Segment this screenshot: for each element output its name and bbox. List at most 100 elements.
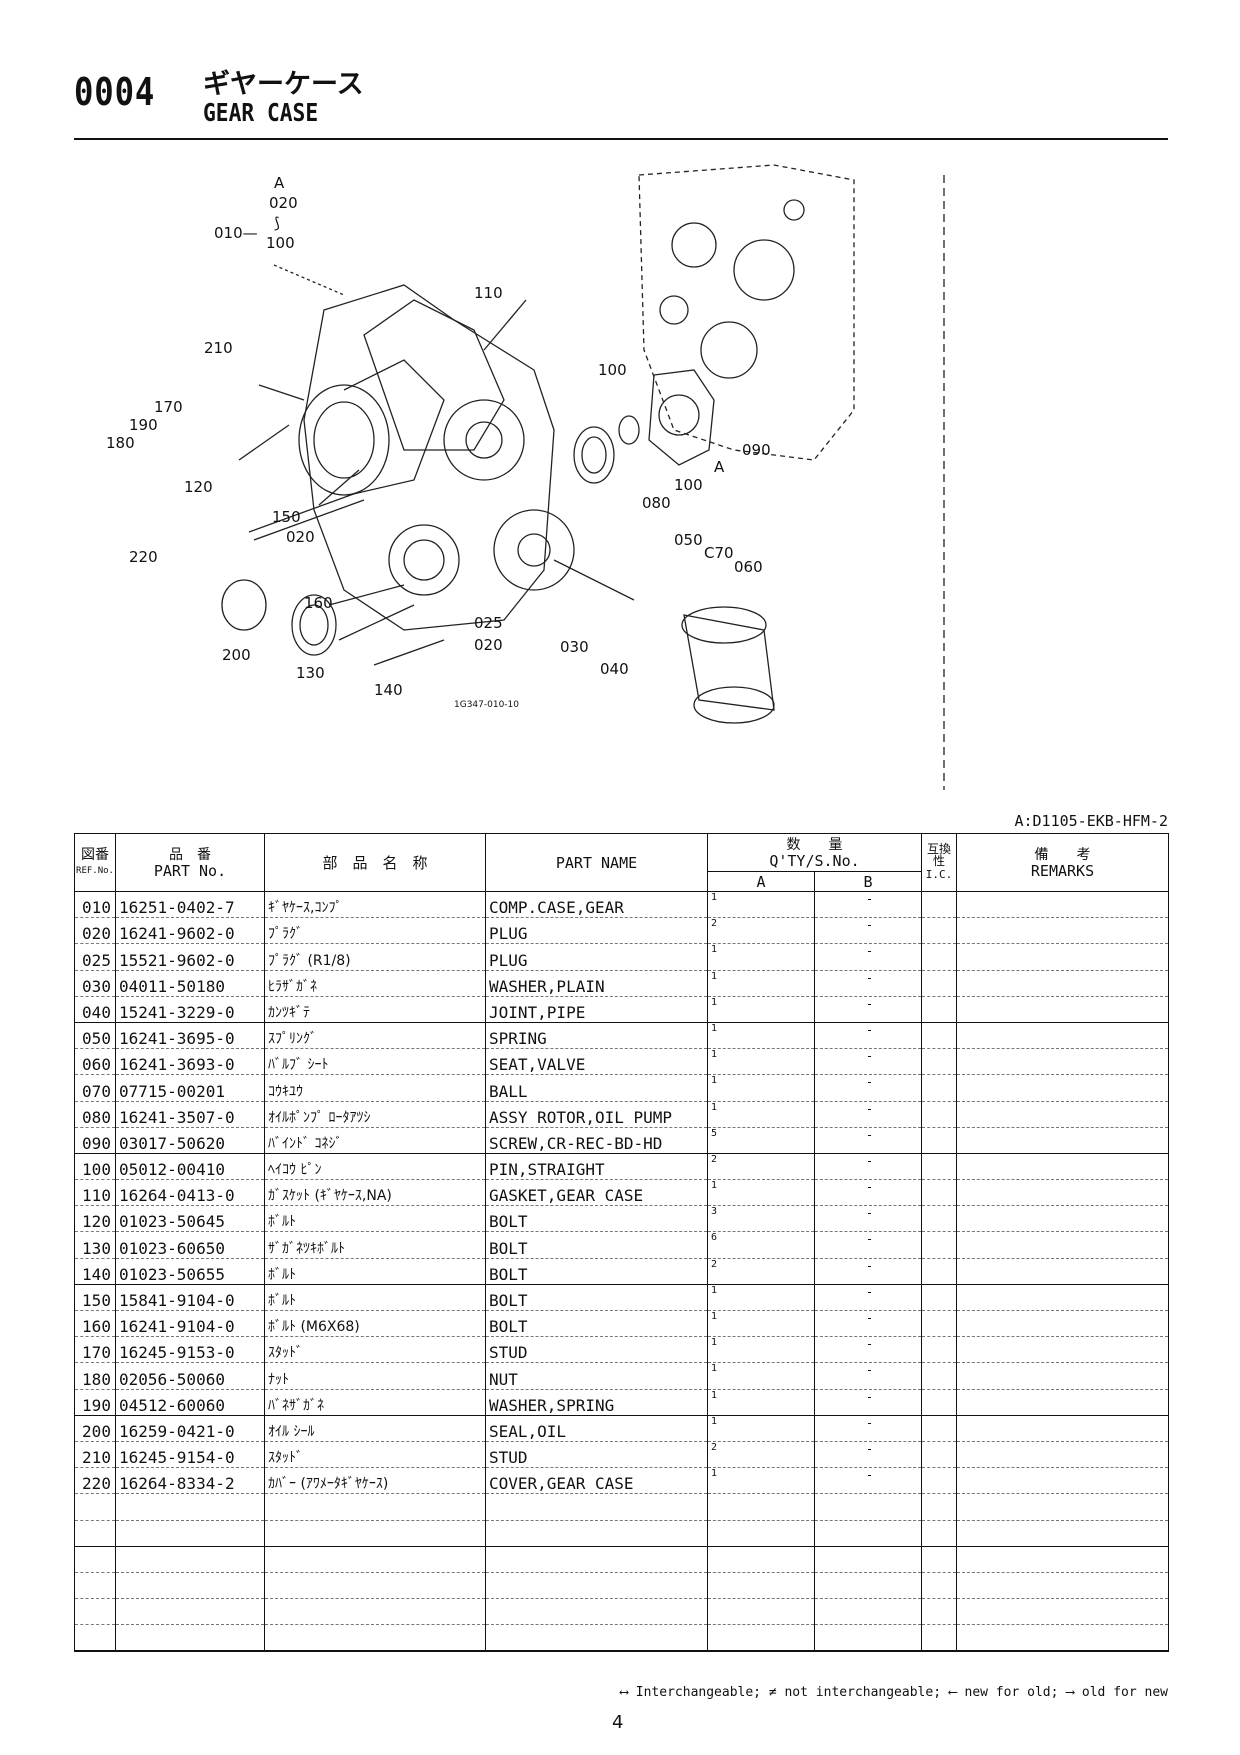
cell-part-name: JOINT,PIPE — [485, 996, 708, 1023]
cell-name-jp: ﾊﾞﾙﾌﾞ ｼｰﾄ — [264, 1048, 486, 1076]
cell-qty-a: 1 — [707, 943, 815, 971]
cell-ref: 070 — [74, 1074, 116, 1102]
cell-remarks — [956, 1310, 1169, 1338]
cell-remarks — [956, 1336, 1169, 1364]
cell-name-jp: ｽﾌﾟﾘﾝｸﾞ — [264, 1022, 486, 1050]
cell-part-no — [115, 1546, 265, 1573]
svg-text:1G347-010-10: 1G347-010-10 — [454, 700, 519, 710]
cell-qty-b: - — [814, 1310, 922, 1338]
cell-qty-a: 6 — [707, 1231, 815, 1259]
cell-qty-b: - — [814, 1231, 922, 1259]
cell-ref — [74, 1493, 116, 1521]
cell-name-jp: ﾎﾞﾙﾄ — [264, 1284, 486, 1312]
cell-ref: 190 — [74, 1389, 116, 1416]
cell-ic — [921, 1572, 957, 1600]
cell-ref: 140 — [74, 1258, 116, 1285]
svg-text:020: 020 — [474, 636, 503, 654]
cell-qty-a: 2 — [707, 1153, 815, 1181]
svg-text:220: 220 — [129, 548, 158, 566]
cell-part-name: BOLT — [485, 1231, 708, 1259]
cell-qty-b: - — [814, 1179, 922, 1207]
cell-remarks — [956, 1572, 1169, 1600]
svg-text:025: 025 — [474, 614, 503, 632]
svg-text:090: 090 — [742, 441, 771, 459]
cell-ic — [921, 1624, 957, 1653]
cell-remarks — [956, 1415, 1169, 1442]
cell-ref: 110 — [74, 1179, 116, 1207]
cell-name-jp: ﾎﾞﾙﾄ — [264, 1258, 486, 1285]
cell-ic — [921, 917, 957, 945]
cell-qty-a: 1 — [707, 1336, 815, 1364]
cell-remarks — [956, 996, 1169, 1023]
cell-ref: 040 — [74, 996, 116, 1023]
cell-part-name — [485, 1572, 708, 1600]
cell-ref: 050 — [74, 1022, 116, 1050]
cell-ref — [74, 1598, 116, 1626]
cell-part-no: 03017-50620 — [115, 1127, 265, 1154]
cell-qty-b: - — [814, 891, 922, 919]
svg-text:110: 110 — [474, 284, 503, 302]
cell-ic — [921, 996, 957, 1023]
cell-qty-b: - — [814, 1153, 922, 1181]
cell-qty-a: 2 — [707, 917, 815, 945]
svg-text:170: 170 — [154, 398, 183, 416]
cell-name-jp — [264, 1546, 486, 1573]
name-jp-header: 部 品 名 称 — [264, 833, 486, 892]
cell-qty-a: 1 — [707, 1415, 815, 1442]
cell-part-name — [485, 1624, 708, 1653]
cell-part-name — [485, 1546, 708, 1573]
cell-qty-b: - — [814, 1258, 922, 1285]
cell-qty-a: 1 — [707, 1284, 815, 1312]
cell-ref — [74, 1546, 116, 1573]
cell-ic — [921, 1074, 957, 1102]
cell-ic — [921, 1493, 957, 1521]
cell-name-jp: ﾌﾟﾗｸﾞ (R1/8) — [264, 943, 486, 971]
svg-text:120: 120 — [184, 478, 213, 496]
cell-ic — [921, 1101, 957, 1128]
cell-ic — [921, 1598, 957, 1626]
svg-text:A: A — [274, 174, 285, 192]
cell-part-no: 16259-0421-0 — [115, 1415, 265, 1442]
cell-qty-a — [707, 1598, 815, 1626]
cell-ic — [921, 1310, 957, 1338]
cell-part-name: BALL — [485, 1074, 708, 1102]
svg-text:020: 020 — [269, 194, 298, 212]
cell-ic — [921, 1179, 957, 1207]
cell-name-jp: ﾊﾞｲﾝﾄﾞ ｺﾈｼﾞ — [264, 1127, 486, 1154]
cell-qty-b: - — [814, 1467, 922, 1495]
empty-row — [74, 1520, 1169, 1547]
cell-part-name: ASSY ROTOR,OIL PUMP — [485, 1101, 708, 1128]
cell-qty-b: - — [814, 943, 922, 971]
cell-part-no: 16264-0413-0 — [115, 1179, 265, 1207]
cell-part-name: WASHER,PLAIN — [485, 970, 708, 997]
cell-part-name: PLUG — [485, 917, 708, 945]
cell-ic — [921, 1415, 957, 1442]
cell-name-jp: ﾅｯﾄ — [264, 1362, 486, 1390]
cell-remarks — [956, 1179, 1169, 1207]
cell-part-name: COMP.CASE,GEAR — [485, 891, 708, 919]
cell-part-name: SEAT,VALVE — [485, 1048, 708, 1076]
cell-ref: 030 — [74, 970, 116, 997]
cell-qty-b — [814, 1624, 922, 1653]
svg-text:010—: 010— — [214, 224, 258, 242]
cell-ref: 170 — [74, 1336, 116, 1364]
cell-qty-b: - — [814, 1415, 922, 1442]
cell-name-jp — [264, 1624, 486, 1653]
cell-remarks — [956, 1441, 1169, 1469]
cell-part-no: 16245-9153-0 — [115, 1336, 265, 1364]
cell-ref: 080 — [74, 1101, 116, 1128]
cell-remarks — [956, 1258, 1169, 1285]
cell-qty-b: - — [814, 1127, 922, 1154]
cell-name-jp: ﾋﾗｻﾞｶﾞﾈ — [264, 970, 486, 997]
cell-part-no: 02056-50060 — [115, 1362, 265, 1390]
cell-qty-b — [814, 1493, 922, 1521]
